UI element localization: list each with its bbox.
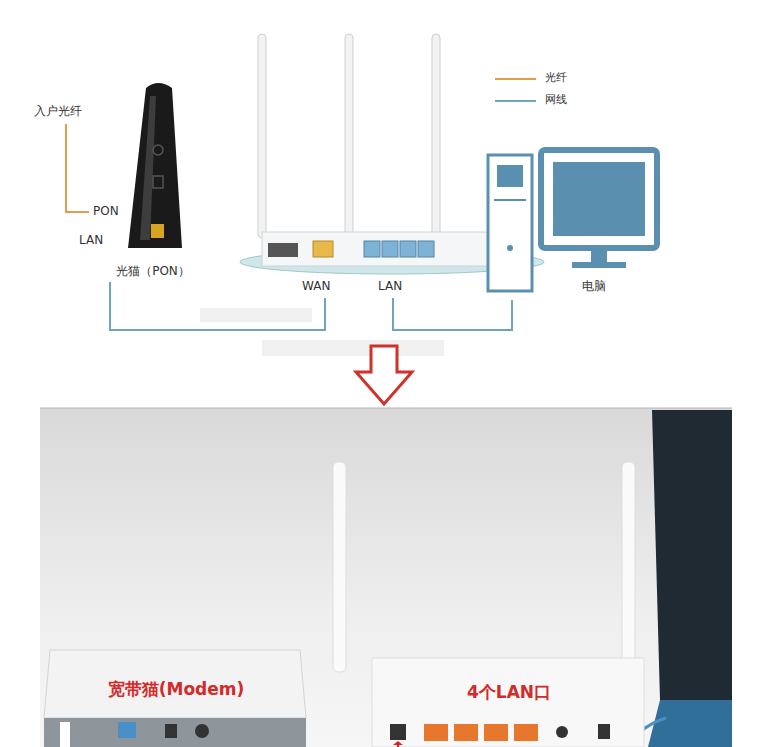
smudge-bar <box>200 308 312 322</box>
port-label: LAN <box>79 233 103 247</box>
router-wan-port <box>313 241 333 257</box>
photo-background <box>40 408 732 747</box>
legend-fiber-sample <box>495 78 536 80</box>
router-lan-port <box>382 241 398 257</box>
node-label: 宽带猫(Modem) <box>108 679 245 699</box>
photo-edge <box>40 408 732 409</box>
photo-lan-port <box>484 724 508 741</box>
photo-router-node: 4个LAN口 <box>378 662 640 714</box>
fiber-label: 入户光纤 <box>34 104 82 118</box>
antenna <box>432 34 440 238</box>
port-label: PON <box>93 204 119 218</box>
pc-tower <box>488 155 532 291</box>
node-label: 光猫（PON） <box>116 264 190 278</box>
router-power <box>268 243 298 257</box>
photo-lan-port <box>424 724 448 741</box>
modem-lan-port <box>151 224 164 238</box>
laptop-screen <box>652 410 732 700</box>
photo-modem-top <box>44 650 306 718</box>
legend-label: 网线 <box>545 93 567 106</box>
node-label: 电脑 <box>582 279 606 293</box>
laptop-base <box>648 700 732 747</box>
photo-port <box>118 722 136 738</box>
smudge-bar <box>262 340 444 356</box>
photo-modem-front <box>44 718 306 747</box>
computer-node: 电脑 <box>482 150 662 300</box>
node-label: LAN <box>378 279 402 293</box>
photo-modem-node: 宽带猫(Modem) <box>45 655 307 715</box>
antenna <box>258 34 266 238</box>
modem-port <box>153 176 163 188</box>
monitor-stand <box>591 250 607 262</box>
pc-screen <box>553 162 645 236</box>
photo-antenna <box>622 462 635 672</box>
pc-line <box>494 199 526 201</box>
modem-button <box>153 145 163 155</box>
router-lan-port <box>400 241 416 257</box>
antenna <box>345 34 353 238</box>
node-label: WAN <box>302 279 330 293</box>
photo-cable <box>60 722 70 747</box>
pc-button <box>507 245 513 251</box>
router-lan-port <box>418 241 434 257</box>
photo-lan-port <box>454 724 478 741</box>
pc-monitor <box>541 150 657 248</box>
node-label: 4个LAN口 <box>467 682 551 702</box>
monitor-base <box>572 262 626 268</box>
optical-modem-node: 光猫（PON） <box>92 80 214 282</box>
fiber-line <box>66 124 89 212</box>
photo-antenna <box>333 462 346 672</box>
legend-cable-sample <box>495 100 536 102</box>
optical-modem <box>128 83 182 248</box>
network-cable <box>110 282 325 330</box>
down-arrow <box>356 346 412 404</box>
photo-port <box>165 724 177 738</box>
photo-red-pointer <box>393 741 403 745</box>
photo-port <box>598 724 610 739</box>
photo-button <box>195 724 209 738</box>
modem-highlight <box>140 96 156 240</box>
photo-lan-port <box>514 724 538 741</box>
router-node: WAN LAN <box>240 222 545 298</box>
photo-router <box>372 658 644 747</box>
router-lan-port <box>364 241 380 257</box>
photo-button <box>556 726 568 738</box>
network-cable <box>393 298 512 330</box>
pc-drive <box>497 165 523 187</box>
legend-label: 光纤 <box>545 71 567 84</box>
router-body <box>262 232 522 266</box>
photo-wan-port <box>390 724 406 740</box>
